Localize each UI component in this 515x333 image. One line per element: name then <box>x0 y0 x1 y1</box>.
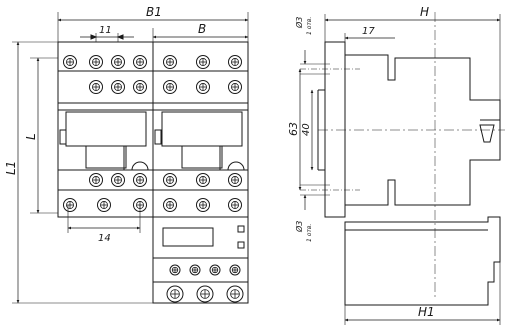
terminal-screw-icon <box>133 80 147 94</box>
hole-top-leader <box>300 50 330 75</box>
terminal-screw-icon <box>163 55 177 69</box>
terminal-screw-icon <box>133 173 147 187</box>
terminal-screw-icon <box>63 198 77 212</box>
label-hole-bottom-note: 1 отв. <box>306 224 313 242</box>
hole-bottom-leader <box>300 184 330 210</box>
left-contactor <box>57 41 154 218</box>
terminal-screw-icon <box>111 173 125 187</box>
label-40: 40 <box>301 123 312 136</box>
terminal-screw-icon <box>196 198 210 212</box>
terminal-screw-icon <box>111 80 125 94</box>
label-hole-top-diameter: Ø3 <box>294 17 304 29</box>
dim-b-line <box>152 28 249 42</box>
dim-14-line <box>67 205 141 233</box>
terminal-screw-icon <box>169 264 181 276</box>
terminal-screw-icon <box>97 198 111 212</box>
terminal-screw-icon <box>196 80 210 94</box>
dim-l1-line <box>12 41 153 304</box>
side-view <box>298 12 505 325</box>
terminal-screw-icon <box>89 80 103 94</box>
terminal-screw-icon <box>209 264 221 276</box>
terminal-screw-icon <box>228 198 242 212</box>
label-l: L <box>24 133 38 140</box>
terminal-screw-icon <box>89 173 103 187</box>
label-h: H <box>420 5 429 19</box>
relay-side-profile <box>344 216 501 306</box>
terminal-screw-icon <box>226 285 244 303</box>
label-h1: H1 <box>418 305 435 319</box>
terminal-screw-icon <box>196 55 210 69</box>
label-hole-bottom-diameter: Ø3 <box>294 221 304 233</box>
label-17: 17 <box>362 26 375 37</box>
terminal-screw-icon <box>196 285 214 303</box>
label-14: 14 <box>98 233 111 244</box>
label-hole-top-note: 1 отв. <box>306 17 313 35</box>
label-b1: B1 <box>146 5 162 19</box>
dim-17-line <box>344 33 395 42</box>
right-contactor <box>152 41 249 218</box>
terminal-screw-icon <box>133 55 147 69</box>
terminal-screw-icon <box>228 55 242 69</box>
relay-outline <box>152 216 249 304</box>
mounting-plate <box>324 41 346 218</box>
terminal-screws <box>63 55 244 303</box>
terminal-screw-icon <box>89 55 103 69</box>
terminal-screw-icon <box>163 173 177 187</box>
label-11: 11 <box>99 25 112 36</box>
label-l1: L1 <box>4 161 18 175</box>
terminal-screw-icon <box>229 264 241 276</box>
relay-block <box>152 216 249 304</box>
label-63: 63 <box>287 122 300 136</box>
terminal-screw-icon <box>228 173 242 187</box>
terminal-screw-icon <box>163 198 177 212</box>
terminal-screw-icon <box>166 285 184 303</box>
dim-l-line <box>30 57 58 214</box>
terminal-screw-icon <box>228 80 242 94</box>
front-view <box>12 12 249 304</box>
terminal-screw-icon <box>189 264 201 276</box>
dim-h-line <box>324 14 501 100</box>
side-profile <box>330 41 501 206</box>
label-b: B <box>198 22 206 36</box>
terminal-screw-icon <box>111 55 125 69</box>
terminal-screw-icon <box>196 173 210 187</box>
terminal-screw-icon <box>63 55 77 69</box>
dim-11-line <box>80 33 134 42</box>
terminal-screw-icon <box>163 80 177 94</box>
relay-window <box>162 227 214 247</box>
dim-h1-line <box>344 262 501 325</box>
